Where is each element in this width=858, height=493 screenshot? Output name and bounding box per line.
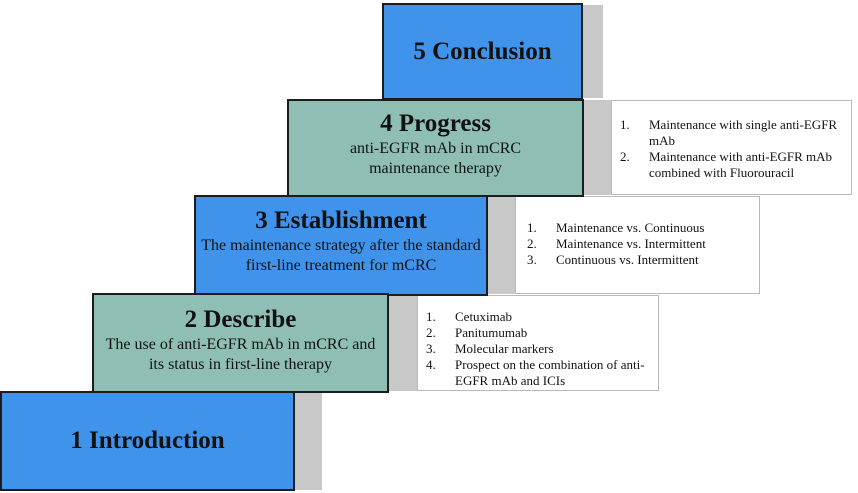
step-3-subtitle: The maintenance strategy after the stand… (201, 236, 481, 274)
list-item: 3.Molecular markers (426, 341, 554, 356)
step-1-shadow (292, 392, 322, 490)
describe-note-list: 1.Cetuximab 2.Panitumumab 3.Molecular ma… (426, 309, 650, 389)
step-3-shadow (485, 196, 515, 294)
step-3-title: 3 Establishment (255, 206, 427, 234)
describe-note: 1.Cetuximab 2.Panitumumab 3.Molecular ma… (417, 295, 659, 391)
step-5-title: 5 Conclusion (413, 37, 552, 65)
step-1-title: 1 Introduction (70, 427, 225, 454)
step-1-introduction: 1 Introduction (0, 391, 295, 491)
progress-note-list: 1.Maintenance with single anti-EGFR mAb … (620, 117, 843, 181)
list-item: 2.Maintenance with anti-EGFR mAb combine… (620, 149, 833, 180)
step-5-conclusion: 5 Conclusion (382, 3, 583, 100)
step-4-progress: 4 Progress anti-EGFR mAb in mCRC mainten… (287, 99, 584, 197)
step-5-shadow (581, 5, 603, 98)
step-3-establishment: 3 Establishment The maintenance strategy… (194, 195, 488, 296)
progress-note: 1.Maintenance with single anti-EGFR mAb … (611, 100, 852, 195)
list-item: 1.Maintenance vs. Continuous (527, 220, 705, 235)
step-2-subtitle: The use of anti-EGFR mAb in mCRC and its… (105, 336, 376, 373)
step-2-describe: 2 Describe The use of anti-EGFR mAb in m… (92, 293, 389, 393)
list-item: 1.Cetuximab (426, 309, 513, 324)
establishment-note: 1.Maintenance vs. Continuous 2.Maintenan… (515, 196, 760, 294)
establishment-note-list: 1.Maintenance vs. Continuous 2.Maintenan… (527, 220, 751, 268)
list-item: 4.Prospect on the combination of anti-EG… (426, 357, 645, 388)
step-2-title: 2 Describe (184, 306, 297, 333)
step-2-shadow (387, 295, 417, 391)
step-4-shadow (581, 100, 611, 195)
list-item: 2.Panitumumab (426, 325, 528, 340)
list-item: 2.Maintenance vs. Intermittent (527, 236, 706, 251)
list-item: 3.Continuous vs. Intermittent (527, 252, 699, 267)
step-4-subtitle: anti-EGFR mAb in mCRC maintenance therap… (349, 140, 522, 177)
list-item: 1.Maintenance with single anti-EGFR mAb (620, 117, 838, 148)
step-4-title: 4 Progress (380, 110, 491, 137)
